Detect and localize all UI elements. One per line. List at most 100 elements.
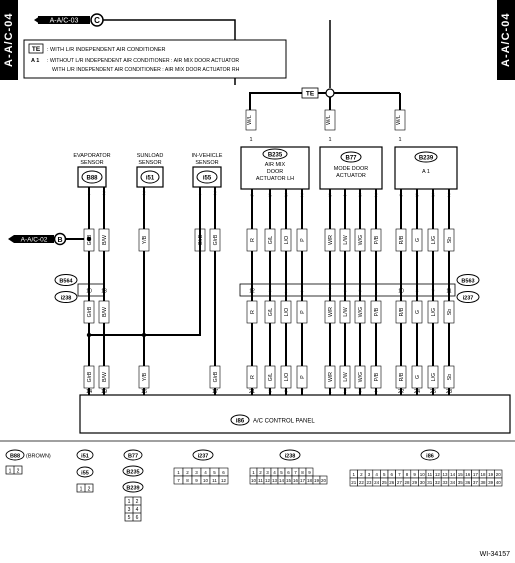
wire-pin-top: 5 [328,193,331,199]
wire-3: 2Y/BY/B16 [138,187,150,395]
wire-pin-joint: 11 [446,289,451,295]
wire-color-label: W/R [328,235,334,245]
svg-text:6: 6 [391,472,394,477]
wire-pin-joint: 8 [416,289,419,295]
sensor-cross-links [86,195,201,338]
wire-pin-top: 5 [415,193,418,199]
svg-text:B88: B88 [86,176,98,182]
svg-text:i238: i238 [61,296,72,302]
wire-color-label: L/W [343,372,349,381]
svg-text:29: 29 [412,480,418,485]
svg-text:B564: B564 [59,279,73,285]
svg-text:15: 15 [286,478,292,483]
svg-text:1: 1 [177,470,180,475]
wire-color-label: W/G [358,235,364,245]
svg-text:i51: i51 [81,454,89,460]
wire-pin-top: 3 [431,193,434,199]
connector-view-i238: i238 [279,449,301,461]
actuator-air-mix-lh[interactable]: B235 AIR MIX DOOR ACTUATOR LH [240,146,310,190]
connector-ref-top-letter: C [94,16,100,25]
svg-text:38: 38 [480,480,486,485]
svg-text:21: 21 [351,480,357,485]
feed-wire-1: W/L [247,115,253,125]
svg-text:27: 27 [397,480,403,485]
svg-text:i51: i51 [146,176,155,182]
svg-text:20: 20 [496,472,502,477]
actuator-mode-door[interactable]: B77 MODE DOOR ACTUATOR [319,146,383,190]
svg-text:B239: B239 [126,486,139,492]
svg-text:14: 14 [279,478,285,483]
svg-text:MODE DOOR: MODE DOOR [334,166,369,172]
svg-text:6: 6 [287,470,290,475]
wire-11: 4L/W5L/WL/W2 [339,189,351,395]
connector-ref-left[interactable]: A-A/C-02 B [8,232,89,246]
wire-pin-top: 3 [284,193,287,199]
feed-wire-2: W/L [326,115,332,125]
wire-pin-bottom: 1 [328,389,331,395]
wire-7: 5G/L3G/LG/L5 [264,189,276,395]
sensor-in-vehicle[interactable]: IN-VEHICLE SENSOR i55 [192,153,223,188]
sensor-sunload[interactable]: SUNLOAD SENSOR i51 [136,153,164,188]
wire-pin-joint: 12 [249,289,255,295]
svg-text:SUNLOAD: SUNLOAD [137,153,164,159]
wire-12: 3W/G6W/GW/G3 [354,189,366,395]
wire-harness: 1G/rB10G/rBG/rB142B/W13B/WB/W192Y/BY/B16… [83,187,455,395]
wire-pin-bottom: 17 [212,389,218,395]
joint-connector-labels: B564 i238 B563 i237 [54,274,480,303]
svg-text:SENSOR: SENSOR [195,160,218,166]
svg-text:10: 10 [251,478,257,483]
svg-text:B88: B88 [10,454,20,460]
svg-text:B77: B77 [128,454,138,460]
svg-text:i55: i55 [203,176,212,182]
svg-text:30: 30 [420,480,426,485]
wire-color-label: G [415,375,421,379]
svg-text:B563: B563 [461,279,474,285]
sensor-evaporator[interactable]: EVAPORATOR SENSOR B88 [73,153,111,188]
wire-8: 3L/O2L/OL/O6 [280,189,292,395]
svg-text:23: 23 [366,480,372,485]
connector-view-b77-b235-b239: B77 B235 B239 1 2 3 4 5 6 [122,449,144,522]
wire-pin-top: 1 [198,191,201,197]
wire-color-label: R/B [399,235,405,244]
svg-text:2: 2 [136,499,139,505]
wire-color-label: R [250,375,256,379]
wire-color-label: B/W [102,307,108,317]
wire-color-label: B/W [102,235,108,245]
wire-color-label: R [250,238,256,242]
svg-text:1: 1 [9,469,12,475]
svg-text:9: 9 [413,472,416,477]
feed-wire-3: W/L [396,115,402,125]
wire-pin-top: 3 [358,193,361,199]
feed-pin-2: 1 [328,137,331,143]
connector-view-i51: i51 i55 1 2 [76,449,94,493]
wire-color-label: Sb [447,237,453,243]
svg-text:13: 13 [272,478,278,483]
wire-color-label: L/O [284,308,290,316]
wire-pin-bottom: 24 [414,389,420,395]
wire-pin-top: 2 [102,191,105,197]
control-panel-code: i86 [236,419,245,425]
figure-id: WI-34157 [480,551,510,558]
wire-pin-top: 2 [213,191,216,197]
wire-color-label: Y/B [142,372,148,381]
connector-view-b88: B88 (BROWN) 1 2 [5,449,51,475]
actuator-a1[interactable]: B239 A 1 [394,146,458,190]
connector-ref-top[interactable]: A-A/C-03 A-A/C-03 C [34,13,236,85]
svg-text:8: 8 [301,470,304,475]
svg-text:10: 10 [203,478,209,483]
svg-text:2: 2 [17,469,20,475]
svg-text:i238: i238 [285,454,296,460]
connector-view-i86: i86 [420,449,440,461]
wire-color-label: W/G [358,307,364,317]
wire-color-label: G/L [268,236,274,244]
legend-box: TE : WITH L/R INDEPENDENT AIR CONDITIONE… [23,39,287,79]
svg-text:10: 10 [420,472,426,477]
connector-ref-top-text: A-A/C-03 [50,18,79,25]
svg-text:2: 2 [186,470,189,475]
control-panel-i86[interactable]: i86 A/C CONTROL PANEL [79,394,511,434]
wire-color-label: B/W [102,372,108,382]
